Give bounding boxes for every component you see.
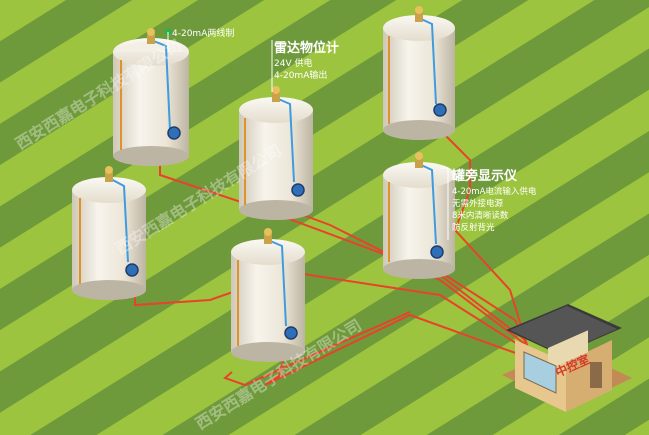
- tank-side-display-icon: [284, 326, 298, 340]
- storage-tank-3: [383, 6, 455, 140]
- storage-tank-1: [113, 28, 189, 166]
- display-line-1: 4-20mA电流输入供电: [452, 186, 537, 197]
- callout-two-wire: 4-20mA两线制: [164, 27, 234, 52]
- radar-level-sensor-icon: [415, 6, 423, 22]
- storage-tank-5: [383, 152, 455, 279]
- wire-tank-6: [264, 313, 536, 386]
- tank-side-display-icon: [433, 103, 447, 117]
- tank-side-display-icon: [291, 183, 305, 197]
- callout-display: 罐旁显示仪 4-20mA电流输入供电 无需外接电源 8米内清晰读数 防反射背光: [440, 167, 537, 240]
- radar-level-sensor-icon: [415, 152, 423, 168]
- display-title: 罐旁显示仪: [451, 168, 518, 184]
- radar-level-sensor-icon: [147, 28, 155, 44]
- tank-side-display-icon: [167, 126, 181, 140]
- control-room-sign-board: [548, 330, 588, 371]
- radar-level-sensor-icon: [272, 86, 280, 102]
- radar-power: 24V 供电: [274, 57, 312, 69]
- radar-level-sensor-icon: [264, 228, 272, 244]
- storage-tank-4: [72, 166, 146, 300]
- display-line-2: 无需外接电源: [452, 198, 504, 209]
- control-room-building: [502, 304, 632, 412]
- display-line-4: 防反射背光: [452, 222, 495, 233]
- storage-tank-2: [239, 86, 313, 220]
- storage-tank-6: [231, 228, 305, 362]
- radar-level-sensor-icon: [105, 166, 113, 182]
- tank-side-display-icon: [430, 245, 444, 259]
- radar-output: 4-20mA输出: [274, 69, 327, 81]
- radar-title: 雷达物位计: [274, 40, 339, 56]
- wire-tank-6b: [223, 311, 411, 387]
- callout-radar: 雷达物位计 24V 供电 4-20mA输出: [271, 40, 339, 92]
- wire-tank-3: [437, 127, 529, 349]
- tank-side-display-icon: [125, 263, 139, 277]
- display-line-3: 8米内清晰读数: [452, 210, 509, 221]
- callout-two-wire-text: 4-20mA两线制: [172, 27, 234, 39]
